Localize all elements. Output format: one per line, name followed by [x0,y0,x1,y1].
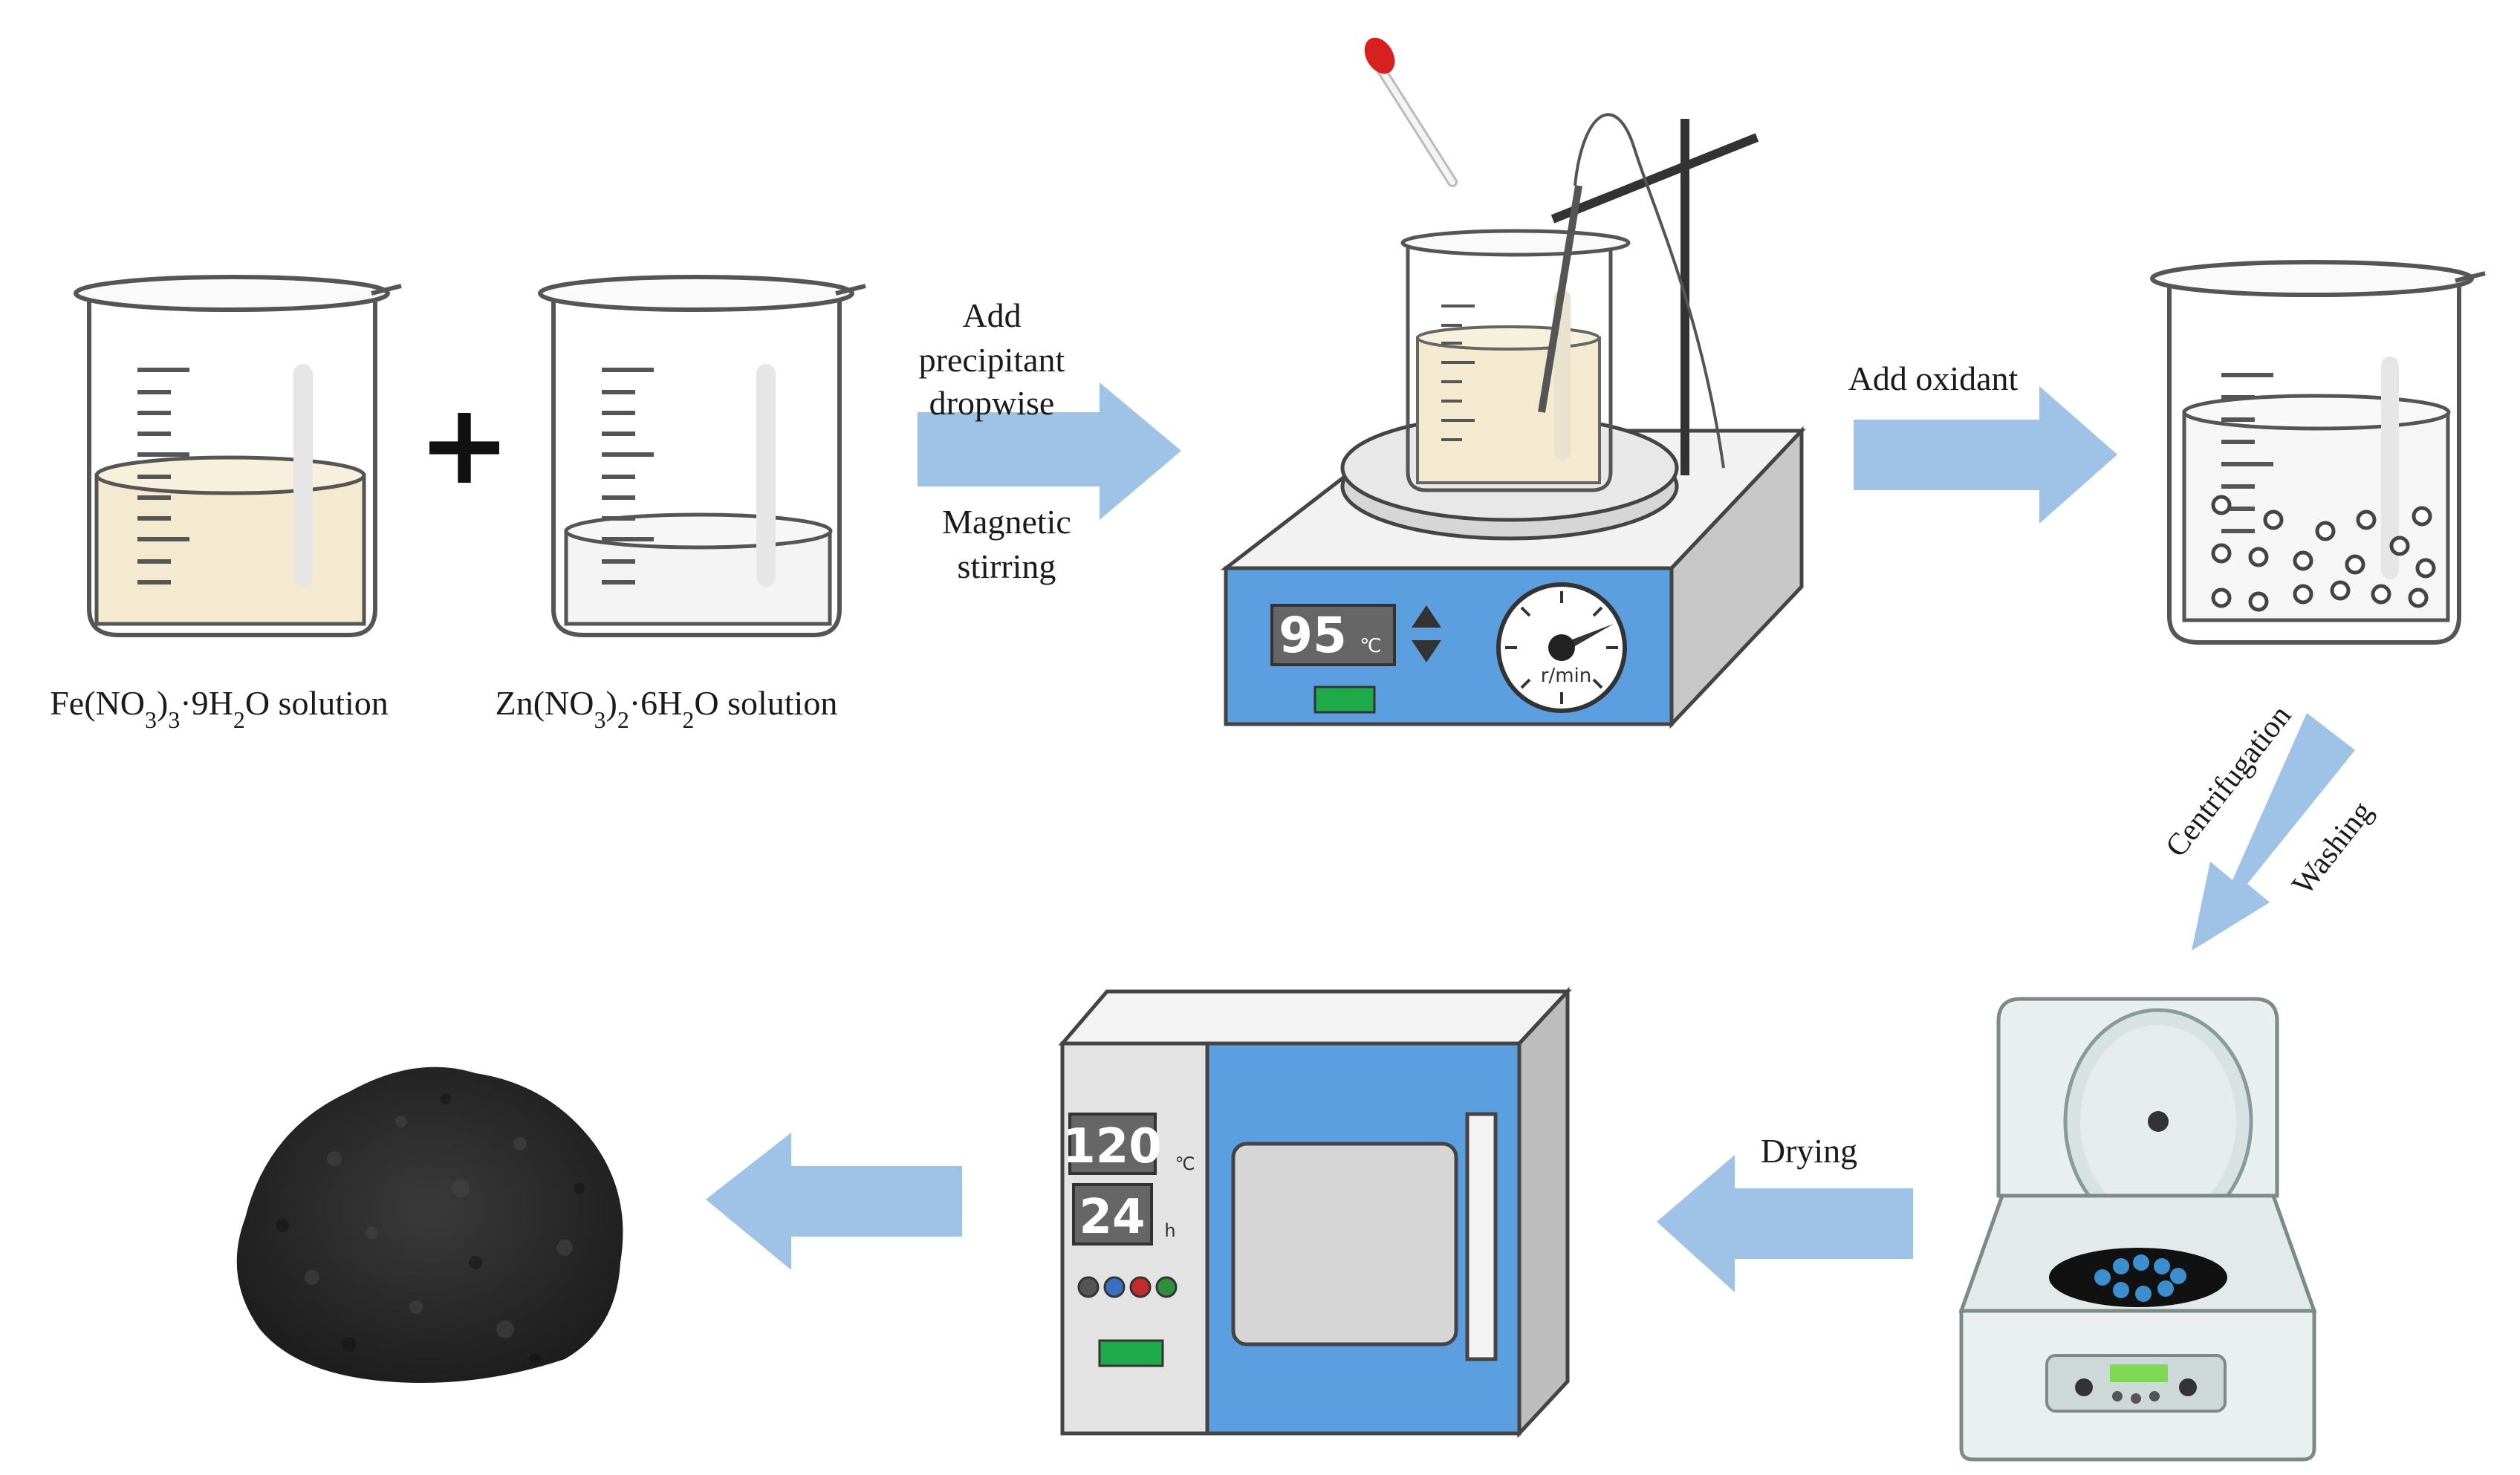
oven-window [1231,1142,1458,1347]
centrifuge-knob-right[interactable] [2179,1378,2197,1396]
arrow-to-product [706,1133,962,1270]
stirrer-temperature-readout: 95 [1279,607,1347,664]
centrifuge-button[interactable] [2112,1391,2123,1401]
plus-sign: + [418,380,511,509]
precipitant-label-line3: dropwise [929,384,1055,422]
precipitant-label-line2: precipitant [919,341,1065,379]
precipitant-label-line1: Add [962,296,1021,334]
stirring-label-line2: stirring [958,547,1056,585]
oven-button-red[interactable] [1129,1276,1152,1298]
centrifuge-button[interactable] [2131,1393,2141,1404]
oven-button-gray[interactable] [1077,1276,1100,1298]
oven-button-green[interactable] [1155,1276,1178,1298]
temp-up-arrow-icon[interactable] [1412,605,1441,628]
centrifuge-button[interactable] [2149,1391,2160,1401]
centrifuge-display [2110,1364,2168,1382]
dropper-bulb-icon [1364,37,1395,74]
zn-solution-label: Zn(NO3)2·6H2O solution [496,684,838,733]
stirrer-power-indicator[interactable] [1313,686,1376,714]
oven-time-unit: h [1164,1220,1175,1241]
beaker-precipitate [2150,260,2486,645]
centrifuge [1958,997,2317,1462]
speed-dial[interactable]: r/min [1496,582,1627,713]
arrow-to-centrifuge [2192,713,2355,951]
arrow-to-oxidation [1854,386,2117,524]
magnetic-stirrer: 95 ℃ r/min [1220,37,1806,729]
drying-oven: 120 ℃ 24 h [1058,986,1572,1439]
temp-down-arrow-icon[interactable] [1412,640,1441,662]
centrifuge-knob-left[interactable] [2075,1378,2093,1396]
fe-solution-label: Fe(NO3)3·9H2O solution [50,684,389,733]
product-powder-pile [236,1067,623,1383]
oven-time-readout: 24 [1079,1190,1145,1245]
arrow-to-oven [1657,1155,1913,1292]
beaker-zn-solution [538,275,866,637]
oven-button-blue[interactable] [1103,1276,1126,1298]
stirring-label-line1: Magnetic [942,503,1071,541]
oven-temp-unit: ℃ [1175,1153,1195,1174]
drying-label: Drying [1761,1132,1857,1170]
beaker-fe-solution [74,275,402,637]
stirrer-temp-unit: ℃ [1360,635,1381,657]
oven-door-handle[interactable] [1465,1112,1498,1361]
speed-unit-label: r/min [1541,665,1591,687]
oxidant-label: Add oxidant [1848,359,2019,397]
lid-center-icon [2148,1111,2169,1132]
arrow-to-stirrer [918,382,1181,520]
oven-temperature-readout: 120 [1062,1119,1162,1174]
oven-power-indicator[interactable] [1098,1339,1164,1367]
